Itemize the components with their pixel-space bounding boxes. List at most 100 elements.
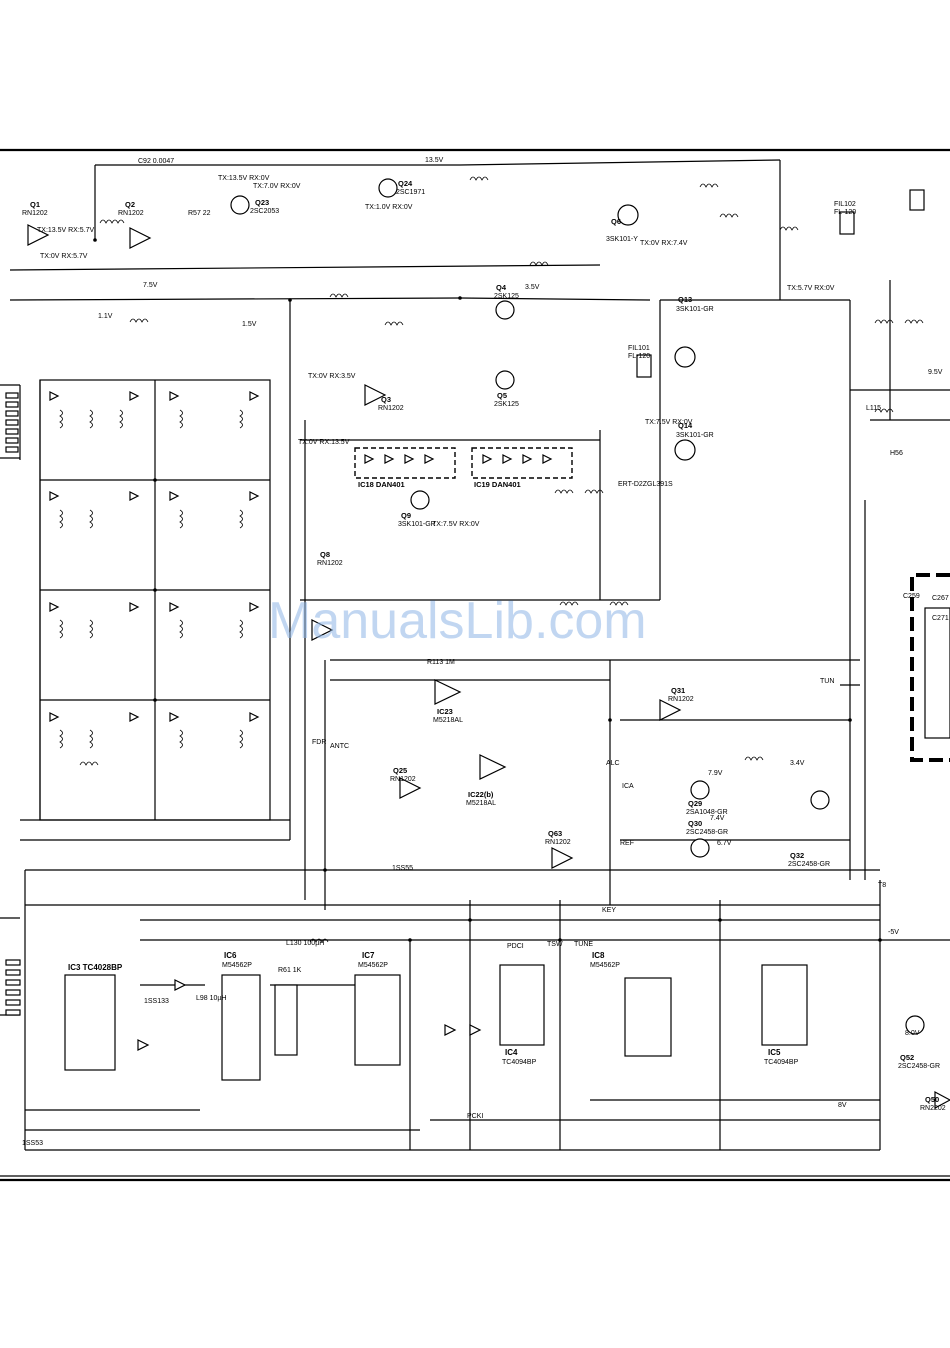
label-q5-part: 2SK125 [494, 401, 519, 408]
label-d-1ss53: 1SS53 [22, 1140, 43, 1147]
label-q31: Q31 [671, 686, 685, 695]
label-r57: R57 22 [188, 210, 211, 217]
label-q6-part: 3SK101-Y [606, 236, 638, 243]
label-q3-volt: TX:0V RX:3.5V [308, 373, 356, 380]
label-8v0: 8.0V [905, 1030, 920, 1037]
label-c259: C259 [903, 593, 920, 600]
label-q1: Q1 [30, 200, 40, 209]
logic-ics [64, 964, 808, 1081]
label-q8-part: RN1202 [317, 560, 343, 567]
label-q8: Q8 [320, 550, 330, 559]
label-q24: Q24 [398, 179, 413, 188]
label-r61: R61 1K [278, 967, 302, 974]
label-neg5v: -5V [888, 929, 899, 936]
label-q52: Q52 [900, 1053, 914, 1062]
page-border [0, 148, 950, 1182]
label-q32-part: 2SC2458-GR [788, 861, 830, 868]
label-ic5: IC5 [768, 1048, 781, 1057]
label-q6-volt: TX:0V RX:7.4V [640, 240, 688, 247]
label-ica: ICA [622, 783, 634, 790]
label-9v5: 9.5V [928, 369, 943, 376]
label-ic5-part: TC4094BP [764, 1059, 799, 1066]
label-t8: T8 [878, 882, 886, 889]
label-ic6-part: M54562P [222, 962, 252, 969]
label-ic22-part: M5218AL [466, 800, 496, 807]
label-q29: Q29 [688, 799, 702, 808]
label-q50: Q50 [925, 1095, 939, 1104]
label-q2: Q2 [125, 200, 135, 209]
bandpass-filters [49, 391, 260, 749]
label-r113: R113 1M [427, 659, 455, 666]
label-q6: Q6 [611, 217, 621, 226]
label-q9-part: 3SK101-GR [398, 521, 436, 528]
label-6v7: 6.7V [717, 840, 732, 847]
label-d-1ss133: 1SS133 [144, 998, 169, 1005]
label-l130: L130 100µH [286, 940, 324, 947]
label-q31-part: RN1202 [668, 696, 694, 703]
label-tune: TUNE [574, 941, 593, 948]
label-q23-volt2: TX:13.5V RX:0V [218, 175, 270, 182]
label-ic7: IC7 [362, 951, 375, 960]
label-ref: REF [620, 840, 634, 847]
label-ic4: IC4 [505, 1048, 518, 1057]
label-q23-part: 2SC2053 [250, 208, 279, 215]
amplifier-symbols [27, 224, 950, 1109]
label-q1-volt2: TX:0V RX:5.7V [40, 253, 88, 260]
label-l115: L115 [866, 405, 881, 412]
diode-arrays [354, 447, 573, 479]
label-fil101: FIL101 [628, 345, 650, 352]
label-ic19: IC19 DAN401 [474, 480, 521, 489]
label-pdci: PDCI [507, 943, 524, 950]
label-h56: H56 [890, 450, 903, 457]
label-q13: Q13 [678, 295, 692, 304]
label-q3: Q3 [381, 395, 391, 404]
label-c92: C92 0.0047 [138, 158, 174, 165]
label-ic22: IC22(b) [468, 790, 494, 799]
label-1v5: 1.5V [242, 321, 257, 328]
label-q9: Q9 [401, 511, 411, 520]
label-q5: Q5 [497, 391, 507, 400]
label-fil102: FIL102 [834, 201, 856, 208]
label-q9-volt: TX:7.5V RX:0V [432, 521, 480, 528]
label-q24-volt: TX:1.0V RX:0V [365, 204, 413, 211]
label-tx57: TX:5.7V RX:0V [787, 285, 835, 292]
label-q32: Q32 [790, 851, 804, 860]
watermark-text: ManualsLib.com [268, 592, 647, 650]
label-q25-part: RN1202 [390, 776, 416, 783]
label-ert: ERT-D2ZGL391S [618, 481, 673, 488]
label-ic7-part: M54562P [358, 962, 388, 969]
label-q23-volt: TX:7.0V RX:0V [253, 183, 301, 190]
label-tun: TUN [820, 678, 834, 685]
label-q8-volt: TX:0V RX:13.5V [298, 439, 350, 446]
label-ic4-part: TC4094BP [502, 1059, 537, 1066]
label-fdr: FDR [312, 739, 326, 746]
label-q23: Q23 [255, 198, 269, 207]
label-3v5: 3.5V [525, 284, 540, 291]
label-q50-part: RN2202 [920, 1105, 946, 1112]
label-q1-part: RN1202 [22, 210, 48, 217]
left-connector-pads [5, 392, 21, 1016]
label-key: KEY [602, 907, 616, 914]
label-alc: ALC [606, 760, 620, 767]
label-q4: Q4 [496, 283, 507, 292]
label-l98: L98 10µH [196, 995, 227, 1002]
label-q14: Q14 [678, 421, 693, 430]
label-ic8: IC8 [592, 951, 605, 960]
label-q52-part: 2SC2458-GR [898, 1063, 940, 1070]
label-fil101-part: FL-120 [628, 353, 650, 360]
label-ic23-part: M5218AL [433, 717, 463, 724]
label-q24-part: 2SC1971 [396, 189, 425, 196]
label-q63: Q63 [548, 829, 562, 838]
label-q4-part: 2SK125 [494, 293, 519, 300]
label-q14-part: 3SK101-GR [676, 432, 714, 439]
crystal-filters [636, 189, 925, 378]
label-ic6: IC6 [224, 951, 237, 960]
label-ic18: IC18 DAN401 [358, 480, 405, 489]
component-labels: Q1 RN1202 TX:13.5V RX:5.7V TX:0V RX:5.7V… [22, 157, 949, 1147]
label-1v1: 1.1V [98, 313, 113, 320]
label-ic23: IC23 [437, 707, 453, 716]
right-module-outline [910, 573, 950, 762]
label-q13-part: 3SK101-GR [676, 306, 714, 313]
